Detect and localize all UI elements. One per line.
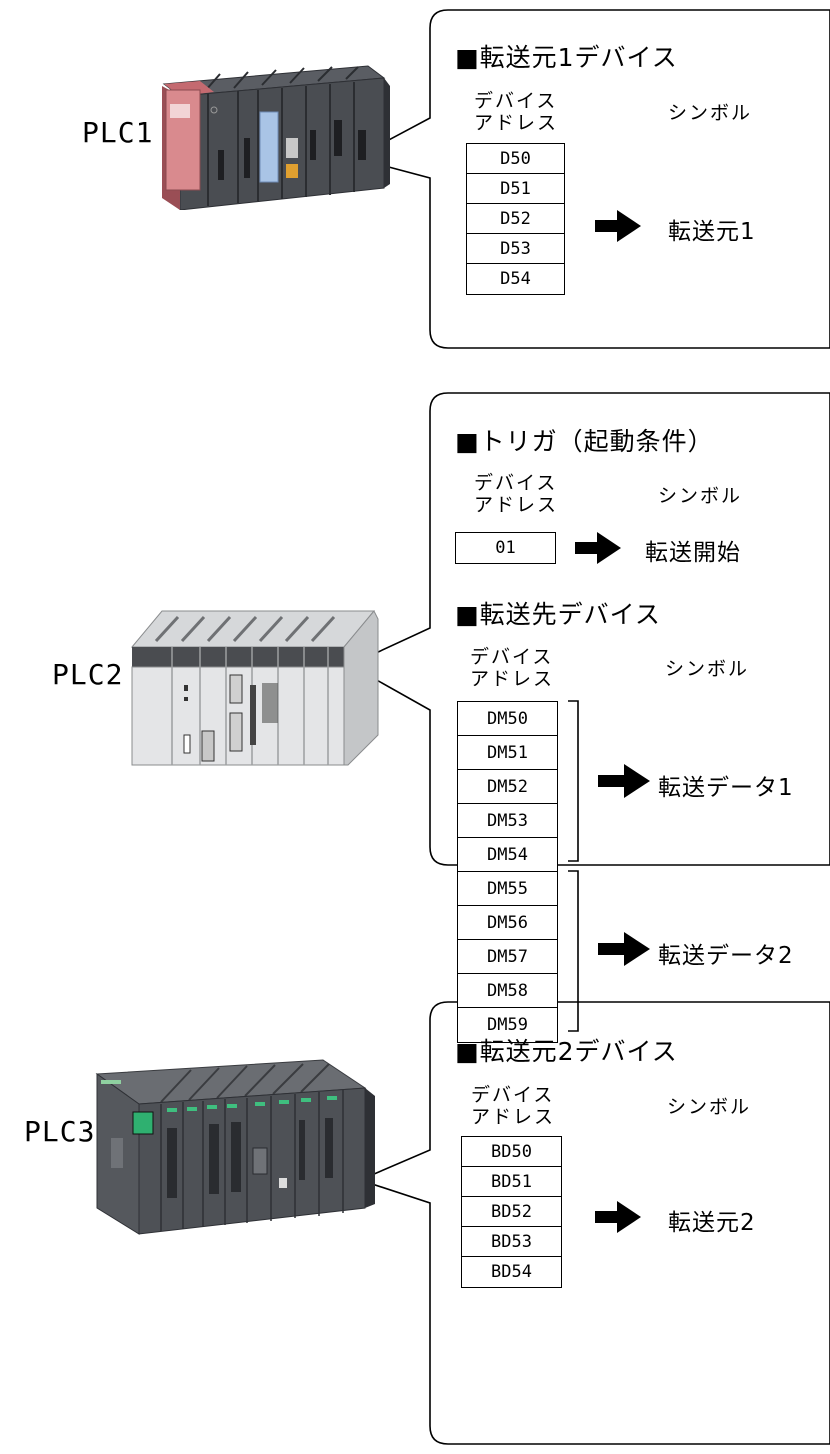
plc3-addr-header: デバイス アドレス: [471, 1084, 555, 1128]
plc3-addr-header-line2: アドレス: [471, 1106, 556, 1128]
plc1-address-cell: D50: [466, 143, 565, 175]
plc1-address-cell: D54: [466, 263, 565, 295]
plc3-address-cell: BD54: [461, 1256, 562, 1288]
plc1-device-image: [162, 65, 390, 210]
plc2-label: PLC2: [52, 658, 124, 691]
plc1-symbol-header: シンボル: [668, 102, 753, 124]
plc3-address-cell: BD52: [461, 1196, 562, 1228]
plc1-section-title: ■転送元1デバイス: [455, 43, 678, 72]
plc2-trigger-address-cell: 01: [455, 532, 556, 564]
plc2-dest-title: ■転送先デバイス: [455, 600, 661, 629]
plc2-dest-addr-header-line1: デバイス: [470, 646, 554, 668]
plc3-symbol-header: シンボル: [667, 1096, 752, 1118]
plc2-device-image: [130, 610, 379, 766]
bracket-2: [568, 870, 579, 1032]
plc3-label: PLC3: [24, 1115, 96, 1148]
right-arrow-icon: [595, 1201, 641, 1233]
right-arrow-icon: [575, 532, 621, 564]
plc3-address-cell: BD51: [461, 1166, 562, 1198]
plc3-address-cell: BD50: [461, 1136, 562, 1168]
plc1-addr-header-line1: デバイス: [474, 90, 558, 112]
plc3-section-title: ■転送元2デバイス: [455, 1037, 678, 1066]
plc1-addr-header-line2: アドレス: [474, 112, 559, 134]
plc2-dest-address-cell: DM56: [457, 905, 558, 941]
plc3-address-cell: BD53: [461, 1226, 562, 1258]
plc1-address-cell: D52: [466, 203, 565, 235]
plc1-symbol: 転送元1: [668, 219, 756, 245]
plc2-trigger-title: ■トリガ（起動条件）: [455, 427, 714, 456]
plc2-trigger-addr-header: デバイス アドレス: [474, 472, 558, 516]
plc3-addr-header-line1: デバイス: [471, 1084, 555, 1106]
right-arrow-icon: [598, 764, 650, 798]
plc2-dest-address-cell: DM58: [457, 973, 558, 1009]
plc2-trigger-addr-header-line1: デバイス: [474, 472, 558, 494]
plc2-dest-address-cell: DM54: [457, 837, 558, 873]
plc1-address-cell: D53: [466, 233, 565, 265]
plc3-symbol: 転送元2: [668, 1210, 756, 1236]
right-arrow-icon: [595, 210, 641, 242]
bracket-1: [568, 700, 579, 862]
plc2-dest-address-cell: DM55: [457, 871, 558, 907]
plc3-device-image: [95, 1059, 375, 1235]
plc2-dest-address-cell: DM57: [457, 939, 558, 975]
plc2-dest-symbol-1: 転送データ1: [658, 775, 794, 801]
plc2-dest-address-cell: DM53: [457, 803, 558, 839]
plc2-dest-address-cell: DM52: [457, 769, 558, 805]
plc1-address-cell: D51: [466, 173, 565, 205]
plc2-trigger-symbol-header: シンボル: [658, 485, 743, 507]
plc2-dest-address-cell: DM50: [457, 701, 558, 737]
plc2-dest-symbol-header: シンボル: [665, 658, 750, 680]
plc2-trigger-symbol: 転送開始: [645, 540, 741, 566]
plc1-addr-header: デバイス アドレス: [474, 90, 558, 134]
plc2-dest-addr-header: デバイス アドレス: [470, 646, 554, 690]
plc2-dest-address-cell: DM59: [457, 1007, 558, 1043]
plc1-label: PLC1: [82, 116, 154, 149]
plc2-dest-symbol-2: 転送データ2: [658, 943, 794, 969]
plc2-trigger-addr-header-line2: アドレス: [474, 494, 559, 516]
plc2-dest-address-cell: DM51: [457, 735, 558, 771]
right-arrow-icon: [598, 932, 650, 966]
plc2-dest-addr-header-line2: アドレス: [470, 668, 555, 690]
